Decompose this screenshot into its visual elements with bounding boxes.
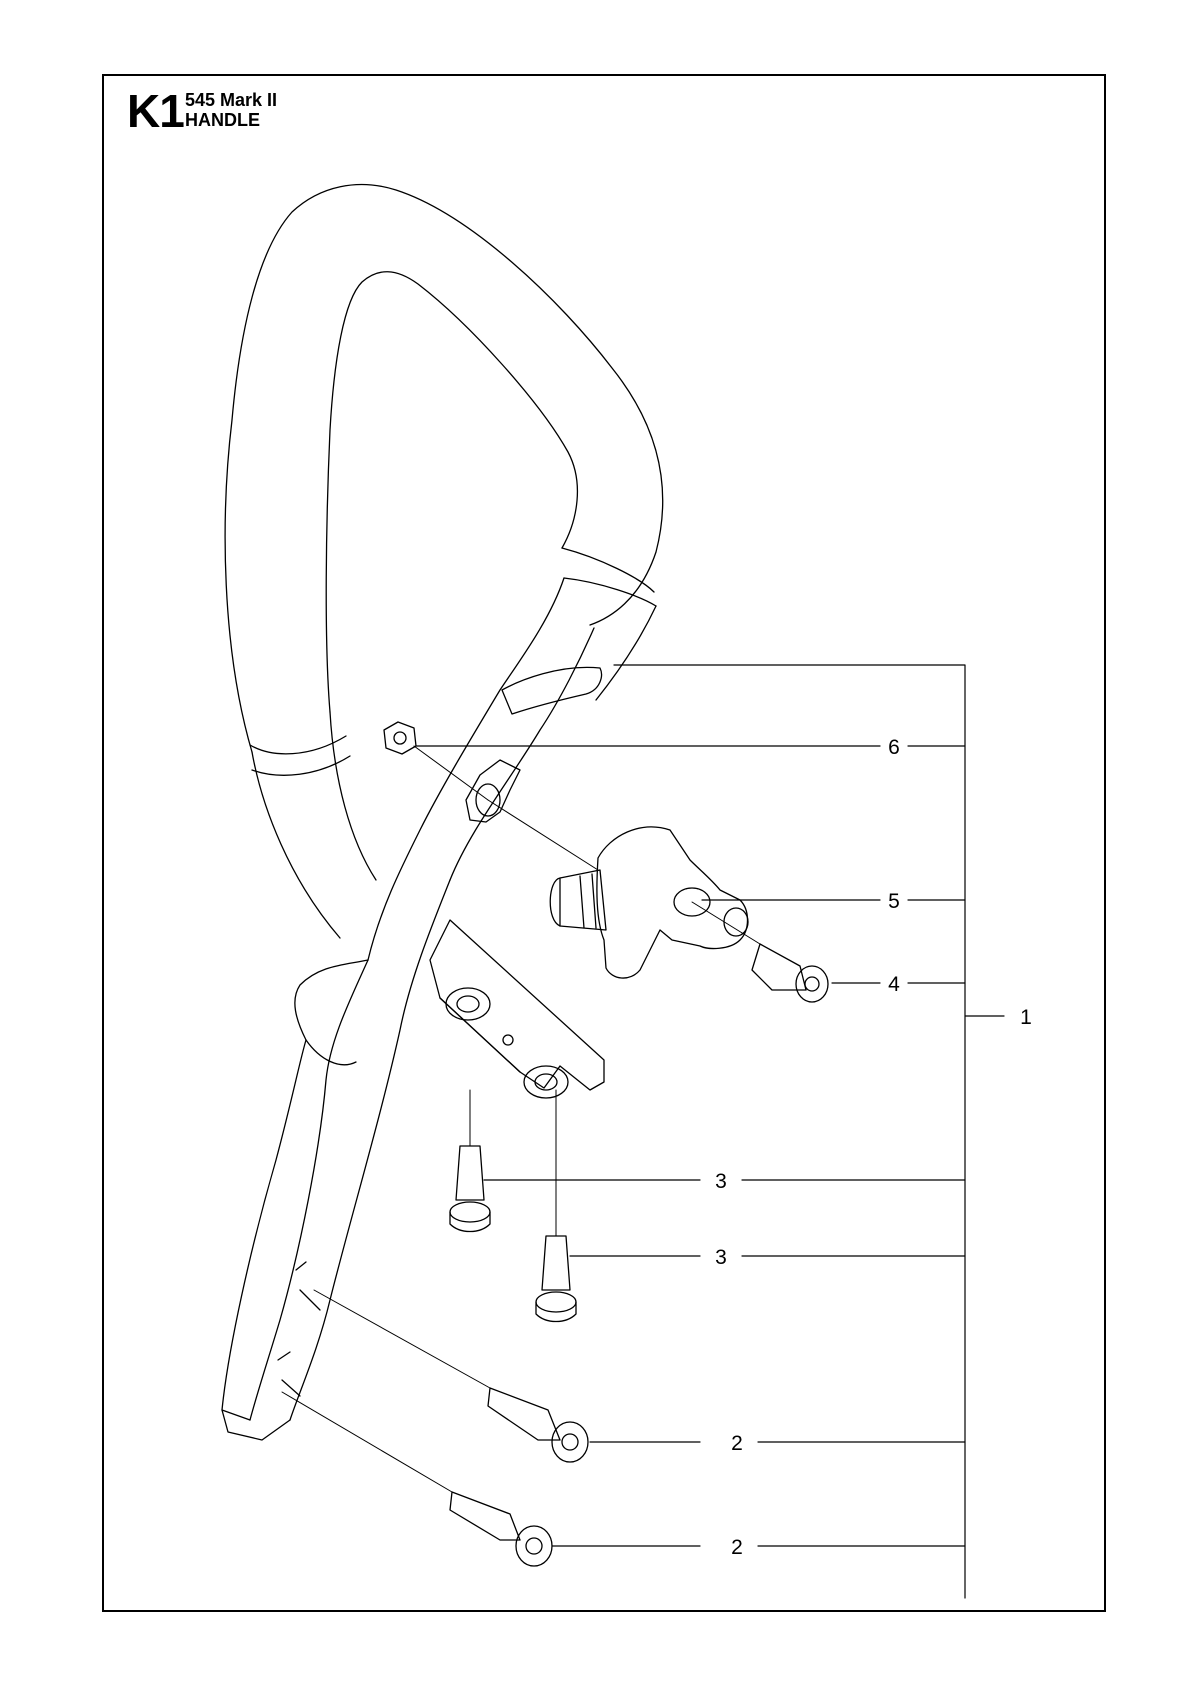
explode-axes (281, 745, 761, 1493)
callout-4: 4 (888, 973, 900, 996)
part-screw-2b (449, 1491, 553, 1567)
drawing-frame (102, 74, 1106, 1612)
model-name: 545 Mark II (185, 90, 278, 110)
part-screw-2a (487, 1387, 589, 1463)
part-pin-4 (751, 943, 829, 1003)
callout-3a: 3 (715, 1170, 727, 1193)
callout-2a: 2 (731, 1432, 743, 1455)
callout-3b: 3 (715, 1246, 727, 1269)
callout-1: 1 (1020, 1006, 1032, 1029)
handle-bracket (221, 577, 657, 1441)
part-screw-3b (535, 1235, 577, 1323)
assembly-title: HANDLE (185, 110, 260, 130)
callout-6: 6 (888, 736, 900, 759)
part-knob (549, 826, 749, 979)
leader-lines (415, 664, 1005, 1599)
handle-bar (224, 183, 664, 939)
part-nut (383, 721, 417, 755)
callout-5: 5 (888, 890, 900, 913)
part-screw-3a (449, 1145, 491, 1233)
callout-2b: 2 (731, 1536, 743, 1559)
figure-code: K1 (127, 85, 185, 137)
